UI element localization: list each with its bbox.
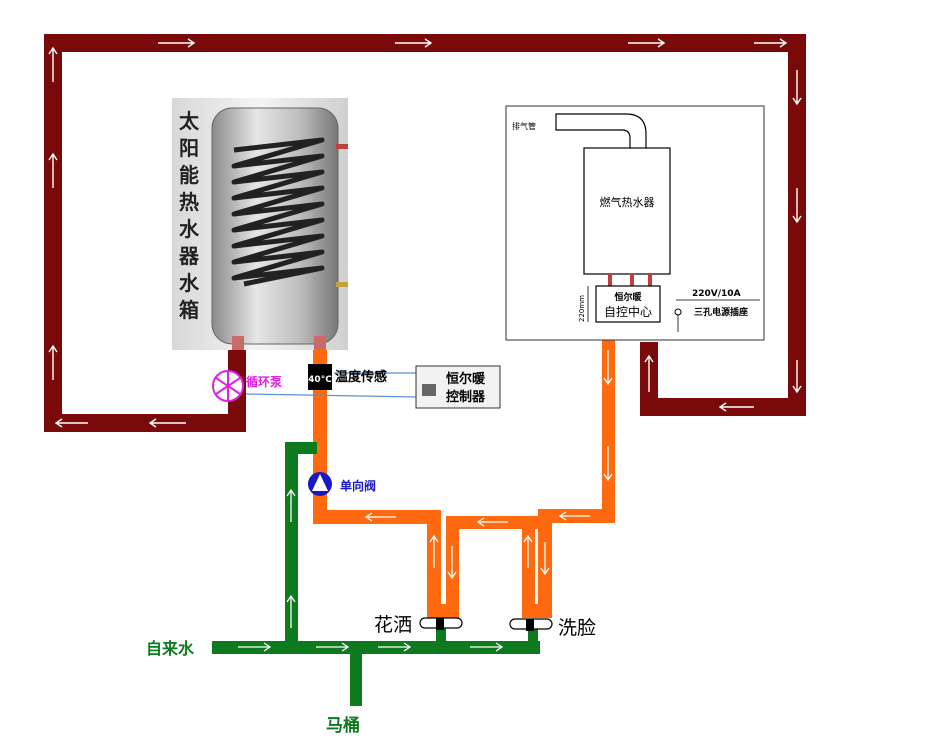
socket-label: 三孔电源插座 xyxy=(694,306,748,318)
arrow-down xyxy=(792,360,802,394)
arrow-left xyxy=(148,418,186,428)
shower-tap-stem-icon xyxy=(436,618,444,630)
toilet-label: 马桶 xyxy=(326,715,360,736)
tank-label-char: 箱 xyxy=(179,298,199,322)
arrow-right xyxy=(378,642,412,652)
controller-display xyxy=(422,384,436,396)
arrow-left xyxy=(558,511,590,521)
arrow-up xyxy=(644,354,654,392)
washbasin-label: 洗脸 xyxy=(558,617,596,639)
arrow-down xyxy=(792,70,802,106)
arrow-up xyxy=(48,152,58,188)
check-valve-label: 单向阀 xyxy=(340,478,376,493)
washbasin-tap-stem-icon xyxy=(526,619,534,631)
hot-pipe-wash-bottom xyxy=(522,604,552,618)
pump-label: 循环泵 xyxy=(246,374,282,389)
shower-fixture: 花洒 xyxy=(374,614,463,636)
heater-outlet-mid xyxy=(630,274,634,286)
tank-label-char: 阳 xyxy=(179,136,199,160)
temp-sensor-label: 温度传感 xyxy=(335,369,387,385)
tank-port-right xyxy=(314,336,326,350)
arrow-down xyxy=(447,546,457,580)
check-valve-arrow-icon xyxy=(312,474,328,491)
arrow-left xyxy=(54,418,88,428)
tank-port-left xyxy=(232,336,244,350)
arrow-left xyxy=(718,402,754,412)
arrow-up xyxy=(286,594,296,628)
washbasin-fixture: 洗脸 xyxy=(509,617,596,639)
arrow-down xyxy=(603,350,613,386)
pump-impeller-icon xyxy=(215,371,241,401)
auto-control-label-bottom: 自控中心 xyxy=(604,304,652,319)
controller-line2: 控制器 xyxy=(446,389,486,405)
arrow-down xyxy=(603,446,613,482)
auto-control-box xyxy=(595,285,661,323)
arrow-up xyxy=(523,534,533,568)
heat-exchange-coil xyxy=(231,137,325,287)
tap-water-label: 自来水 xyxy=(146,639,195,658)
arrow-left xyxy=(364,512,396,522)
temp-sensor-display xyxy=(308,364,332,390)
tank-coil-inlet xyxy=(336,144,348,149)
shower-label: 花洒 xyxy=(374,614,412,636)
arrow-up xyxy=(48,46,58,82)
controller-line1: 恒尔暖 xyxy=(446,371,486,387)
arrow-up xyxy=(429,534,439,568)
arrow-right xyxy=(316,642,350,652)
arrow-right xyxy=(158,38,196,48)
tank-label-char: 热 xyxy=(179,190,199,214)
gas-water-heater: 排气管 燃气热水器 恒尔暖 自控中心 220mm 220V/10A 三孔电源插座 xyxy=(505,105,765,341)
pump-wire xyxy=(245,393,431,401)
arrow-right xyxy=(754,38,788,48)
temp-sensor-value: 40°C xyxy=(308,375,332,385)
cold-flow-arrows xyxy=(238,488,504,652)
arrow-right xyxy=(470,642,504,652)
arrow-right xyxy=(395,38,433,48)
heater-body xyxy=(583,147,671,275)
solar-water-tank: 太 阳 能 热 水 器 水 箱 xyxy=(172,98,348,350)
controller: 恒尔暖 控制器 xyxy=(415,365,501,409)
arrow-up xyxy=(48,344,58,380)
heater-body-label: 燃气热水器 xyxy=(600,195,655,209)
cold-pipe-shower-feed xyxy=(436,628,446,646)
heater-outlet-left xyxy=(608,274,612,286)
tank-label-char: 水 xyxy=(179,271,200,295)
circulation-pump: 循环泵 xyxy=(212,370,282,402)
cold-pipe-riser-top xyxy=(285,442,317,454)
hot-pipe-shower-bottom xyxy=(427,604,459,618)
exhaust-label: 排气管 xyxy=(512,121,536,131)
flow-arrows xyxy=(48,38,802,428)
arrow-down xyxy=(792,188,802,224)
arrow-down xyxy=(540,542,550,576)
tank-label-char: 水 xyxy=(179,217,200,241)
hot-flow-arrows xyxy=(364,350,613,580)
arrow-up xyxy=(286,488,296,522)
power-label: 220V/10A xyxy=(692,289,741,299)
cold-pipe-wash-feed xyxy=(528,628,538,650)
heater-outlet-right xyxy=(648,274,652,286)
tank-coil-outlet xyxy=(336,282,348,287)
tank-label-char: 太 xyxy=(179,109,200,133)
temperature-sensor: 40°C 温度传感 xyxy=(308,364,387,390)
auto-control-label-top: 恒尔暖 xyxy=(614,291,642,303)
arrow-right xyxy=(238,642,272,652)
arrow-left xyxy=(476,517,508,527)
check-valve: 单向阀 xyxy=(308,472,376,496)
cold-pipe-toilet xyxy=(350,648,362,706)
arrow-right xyxy=(628,38,666,48)
tank-label-char: 器 xyxy=(178,244,200,268)
height-label: 220mm xyxy=(578,295,586,322)
tank-label-char: 能 xyxy=(179,163,199,187)
hot-pipe-sensor-down xyxy=(313,388,327,522)
